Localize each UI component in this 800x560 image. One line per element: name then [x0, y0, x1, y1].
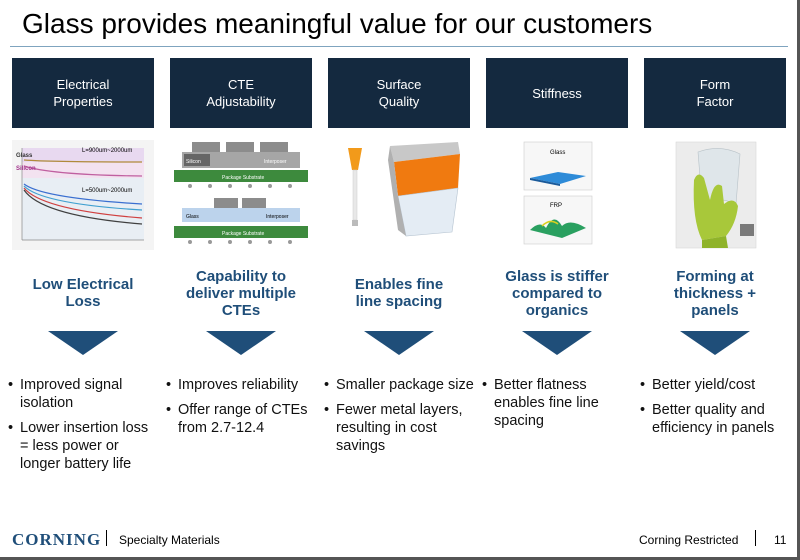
graph-label-silicon: Silicon [16, 166, 36, 172]
column-header: Surface Quality [328, 58, 470, 128]
column-surface: Surface Quality Enables fine line spacin… [324, 58, 474, 518]
title-divider [10, 46, 788, 47]
bullet-list: •Better yield/cost •Better quality and e… [640, 376, 790, 444]
column-headline: Capability to deliver multiple CTEs [185, 267, 297, 319]
footer-divider [755, 530, 756, 546]
bullet-list: •Smaller package size •Fewer metal layer… [324, 376, 474, 462]
bullet-list: •Better flatness enables fine line spaci… [482, 376, 632, 437]
graph-label-mid: L=500um~2000um [82, 188, 132, 194]
graph-label-glass: Glass [16, 153, 33, 159]
column-stiffness: Stiffness Glass FRP Glass is stiffer com… [482, 58, 628, 518]
list-item: •Improves reliability [166, 377, 299, 393]
down-arrow-icon [206, 331, 276, 355]
list-item: •Offer range of CTEs from 2.7-12.4 [166, 402, 308, 436]
column-header: Stiffness [486, 58, 628, 128]
column-headline: Enables fine line spacing [354, 276, 444, 310]
electrical-loss-graph: Glass Silicon L=900um~2000um L=500um~200… [12, 140, 154, 250]
list-item: •Better yield/cost [640, 377, 756, 393]
column-headline: Glass is stiffer compared to organics [505, 267, 609, 319]
diagram-label-silicon: Silicon [186, 159, 201, 165]
list-item: •Fewer metal layers, resulting in cost s… [324, 402, 463, 454]
down-arrow-icon [680, 331, 750, 355]
flexible-glass-photo [644, 140, 786, 250]
diagram-label-substrate-top: Package Substrate [222, 175, 264, 181]
footer-divider [106, 530, 107, 546]
column-headline: Forming at thickness + panels [673, 267, 757, 319]
corning-logo: CORNING [12, 530, 102, 549]
list-item: •Smaller package size [324, 377, 474, 393]
list-item: •Better quality and efficiency in panels [640, 402, 775, 436]
column-header: Electrical Properties [12, 58, 154, 128]
plot-label-glass: Glass [550, 150, 565, 156]
diagram-label-substrate-bottom: Package Substrate [222, 231, 264, 237]
diagram-label-glass: Glass [186, 214, 199, 220]
glass-fusion-image [328, 140, 470, 250]
column-electrical: Electrical Properties Glass Silicon L=90… [8, 58, 154, 518]
column-header: Form Factor [644, 58, 786, 128]
list-item: •Better flatness enables fine line spaci… [482, 377, 599, 429]
cte-package-diagram: Silicon Interposer Package Substrate Gla… [170, 140, 312, 250]
graph-label-top: L=900um~2000um [82, 148, 132, 154]
list-item: •Improved signal isolation [8, 377, 123, 411]
column-form-factor: Form Factor Forming at thickness + panel… [640, 58, 786, 518]
slide-bottom-shadow [0, 557, 800, 560]
plot-label-frp: FRP [550, 203, 562, 209]
column-cte: CTE Adjustability Silicon Interposer Pac… [166, 58, 312, 518]
list-item: •Lower insertion loss = less power or lo… [8, 420, 149, 472]
page-number: 11 [774, 533, 787, 547]
down-arrow-icon [364, 331, 434, 355]
diagram-label-interposer-top: Interposer [264, 159, 287, 165]
down-arrow-icon [48, 331, 118, 355]
slide-title: Glass provides meaningful value for our … [22, 8, 653, 39]
footer-classification: Corning Restricted [639, 533, 739, 547]
diagram-label-interposer: Interposer [266, 214, 289, 220]
column-headline: Low Electrical Loss [32, 276, 134, 310]
slide-edge-shadow [797, 0, 800, 560]
column-header: CTE Adjustability [170, 58, 312, 128]
down-arrow-icon [522, 331, 592, 355]
stiffness-plots: Glass FRP [486, 140, 628, 250]
bullet-list: •Improved signal isolation •Lower insert… [8, 376, 158, 480]
footer-division: Specialty Materials [119, 533, 220, 547]
bullet-list: •Improves reliability •Offer range of CT… [166, 376, 316, 444]
